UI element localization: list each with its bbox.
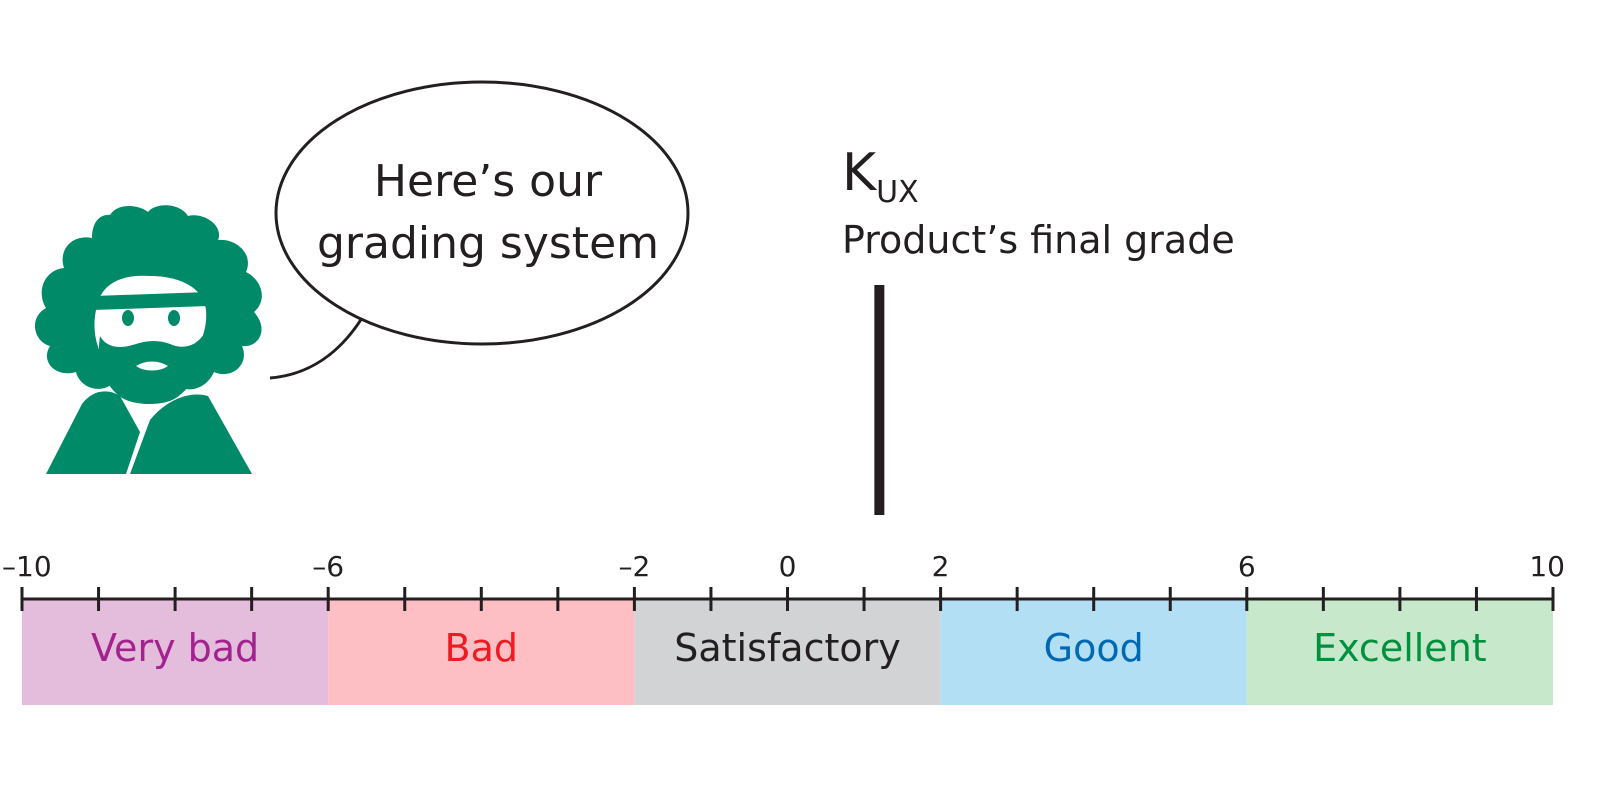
tick-label: –6	[312, 550, 344, 583]
band-label: Excellent	[1313, 626, 1487, 670]
band-satisfactory	[634, 599, 941, 705]
final-grade-marker	[874, 285, 885, 515]
band-label: Good	[1044, 626, 1144, 670]
band-excellent	[1246, 599, 1553, 705]
band-label: Satisfactory	[674, 626, 900, 670]
kux-symbol-main: K	[842, 143, 878, 203]
tick-label: 0	[779, 550, 797, 583]
band-good	[940, 599, 1247, 705]
final-grade-text: Product’s final grade	[842, 218, 1235, 262]
tick-label: 6	[1238, 550, 1256, 583]
tick-label: –2	[618, 550, 650, 583]
bearded-man-icon	[34, 205, 262, 474]
band-bad	[328, 599, 635, 705]
band-very-bad	[22, 599, 329, 705]
band-label: Bad	[445, 626, 518, 670]
speech-bubble: Here’s our grading system	[269, 80, 690, 380]
band-label: Very bad	[91, 626, 259, 670]
final-grade-label: KUX Product’s final grade	[842, 143, 1235, 262]
bubble-line-2: grading system	[317, 218, 659, 269]
tick-label: 2	[932, 550, 950, 583]
tick-label: 10	[1529, 550, 1565, 583]
grade-axis: –10 –6 –2 0 2 6 10	[2, 550, 1565, 611]
kux-symbol-subscript: UX	[876, 175, 919, 210]
bubble-line-1: Here’s our	[374, 156, 603, 207]
grade-bands: Very bad Bad Satisfactory Good Excellent	[22, 599, 1553, 705]
kux-symbol: KUX	[842, 143, 919, 210]
tick-label: –10	[2, 550, 52, 583]
